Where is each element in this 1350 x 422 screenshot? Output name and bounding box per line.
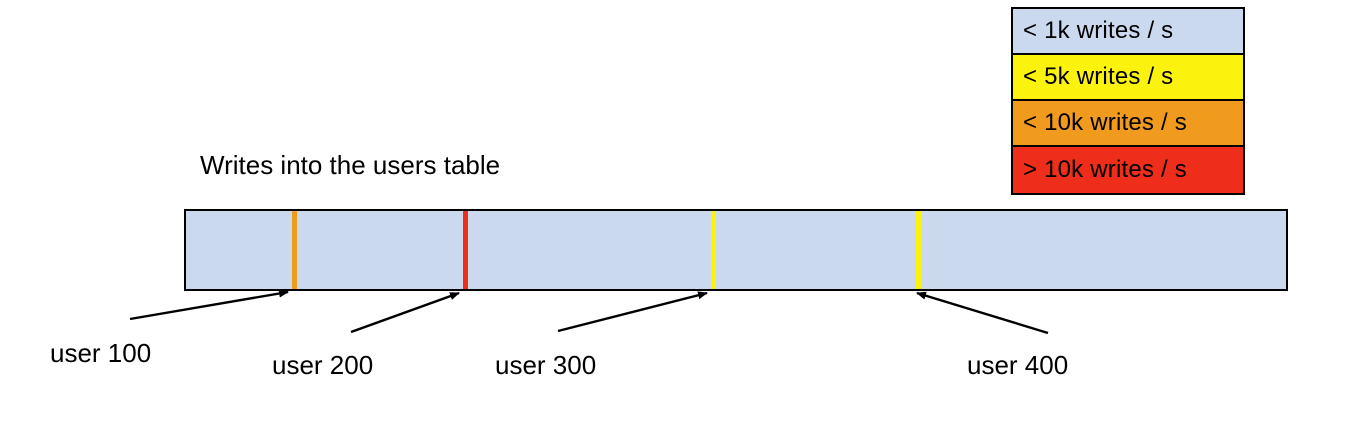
arrow-user-200 (350, 291, 460, 334)
legend-row-gt-10k: > 10k writes / s (1013, 147, 1243, 193)
arrow-user-300 (557, 291, 708, 333)
arrow-user-400 (916, 291, 1049, 335)
legend-label-lt-10k: < 10k writes / s (1023, 109, 1187, 136)
label-user-400: user 400 (967, 350, 1069, 380)
legend: < 1k writes / s < 5k writes / s < 10k wr… (1011, 7, 1245, 195)
legend-row-lt-5k: < 5k writes / s (1013, 55, 1243, 101)
label-user-300: user 300 (495, 350, 597, 380)
legend-row-lt-10k: < 10k writes / s (1013, 101, 1243, 147)
marker-user-100 (292, 211, 297, 289)
users-table-keyspace-bar (184, 209, 1288, 291)
label-user-200: user 200 (272, 350, 374, 380)
label-user-100: user 100 (50, 338, 152, 368)
marker-user-400 (916, 211, 921, 289)
marker-user-300 (711, 211, 716, 289)
legend-row-lt-1k: < 1k writes / s (1013, 9, 1243, 55)
chart-title: Writes into the users table (200, 150, 501, 180)
legend-label-gt-10k: > 10k writes / s (1023, 156, 1187, 183)
marker-user-200 (463, 211, 468, 289)
legend-label-lt-5k: < 5k writes / s (1023, 63, 1174, 90)
legend-label-lt-1k: < 1k writes / s (1023, 17, 1174, 44)
arrow-user-100 (129, 289, 289, 321)
